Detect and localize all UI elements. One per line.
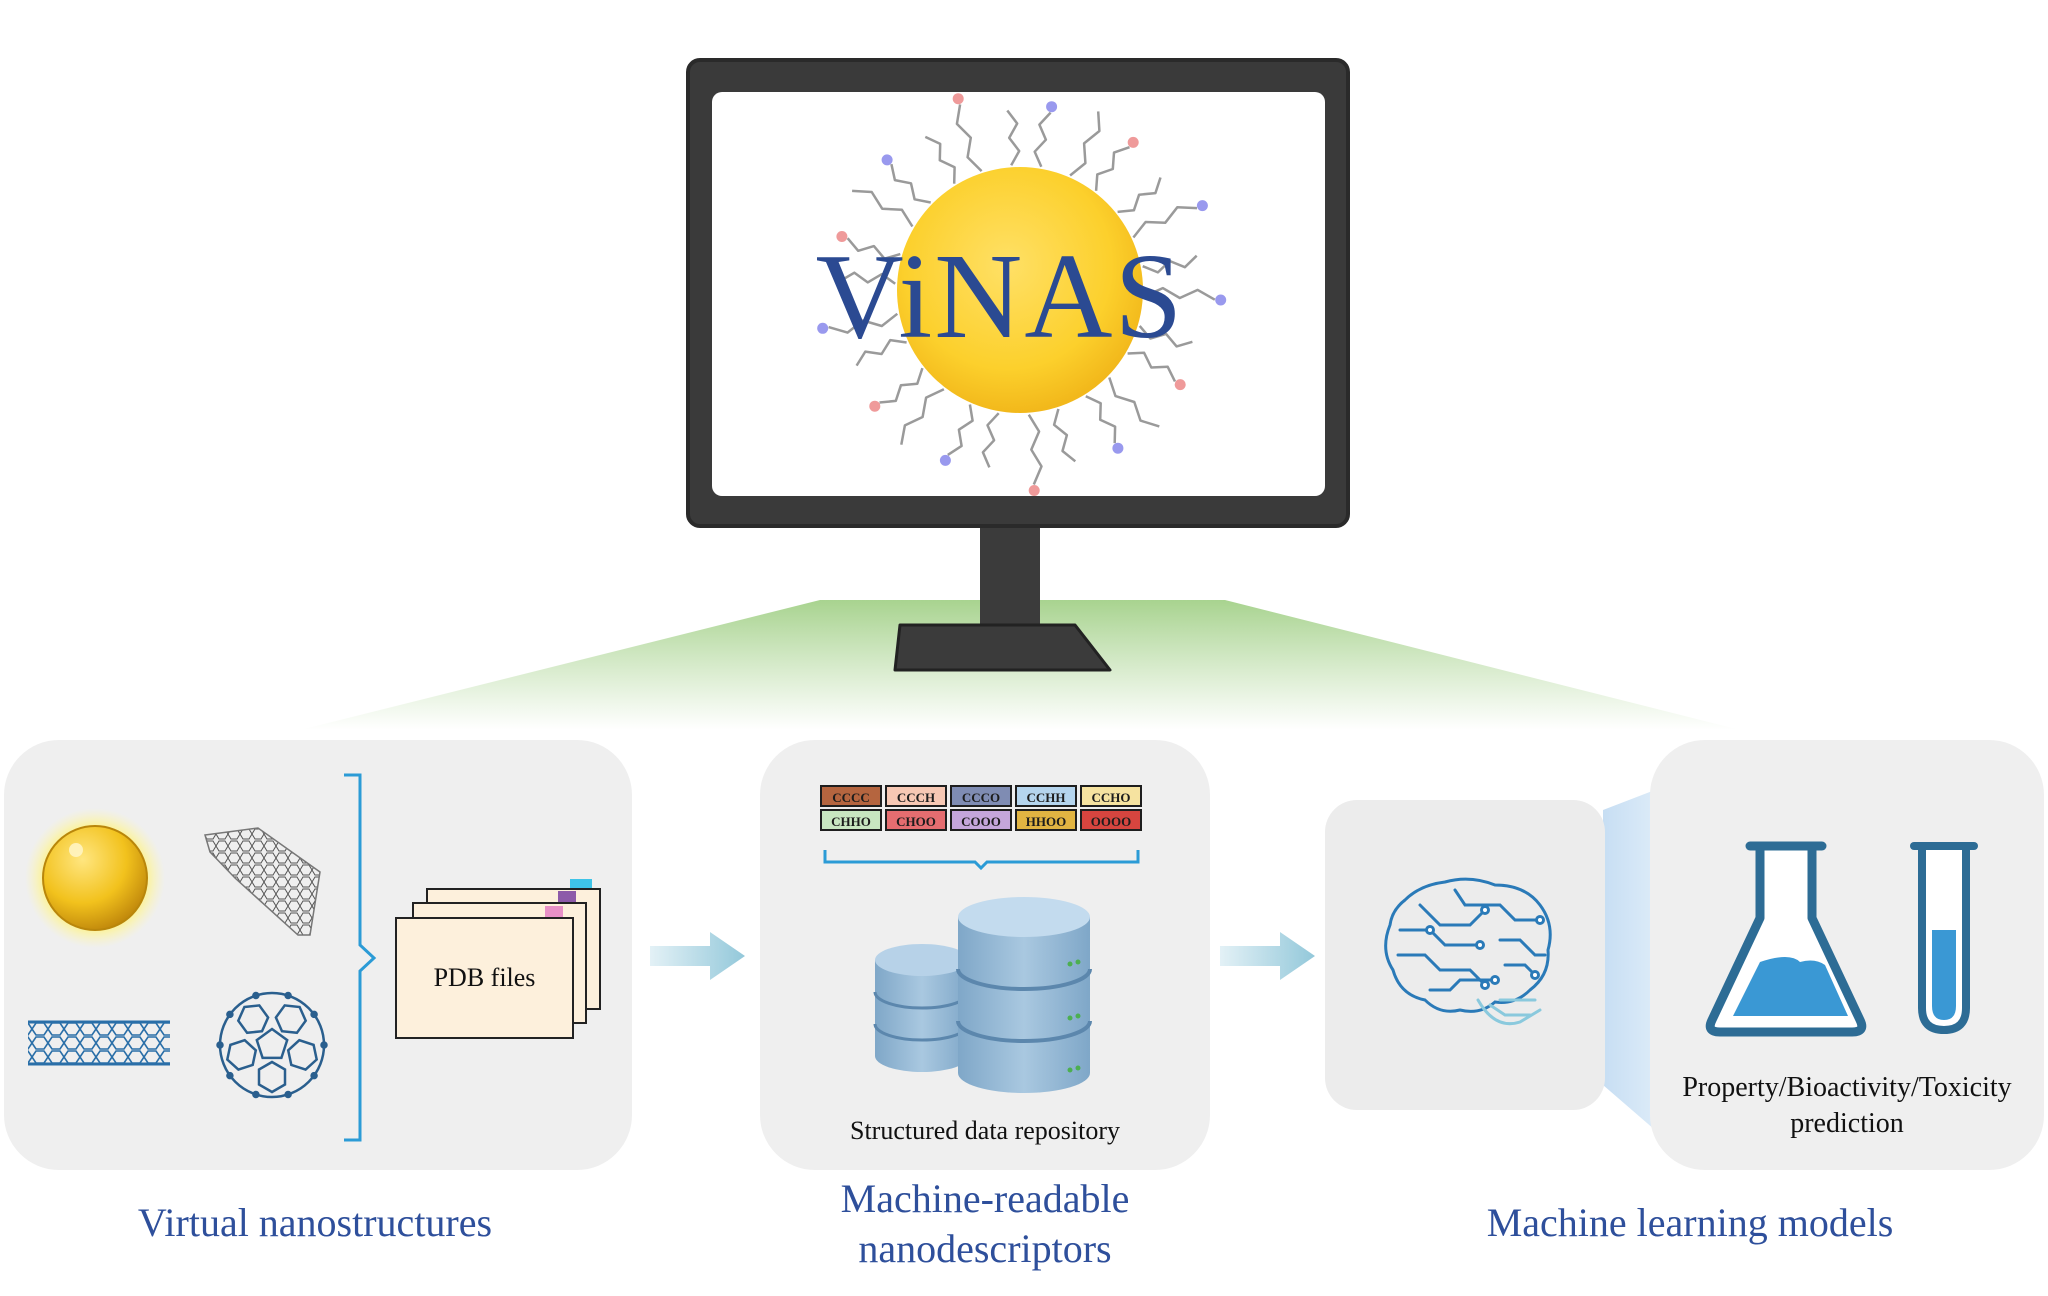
fullerene-atom bbox=[310, 1010, 318, 1019]
brace-left-panel bbox=[344, 773, 377, 1142]
ml-model-panel bbox=[1325, 800, 1605, 1110]
ligand-end-groups bbox=[817, 93, 1227, 496]
fullerene-icon bbox=[216, 991, 328, 1099]
ligand-chain bbox=[1138, 325, 1193, 348]
ligand-chain bbox=[981, 412, 1000, 468]
fullerene-hexagon bbox=[236, 1004, 270, 1035]
ligand-end-dot bbox=[1127, 136, 1139, 148]
fullerene-hexagon bbox=[225, 1038, 258, 1072]
fullerene-atom bbox=[252, 991, 260, 1000]
arrow-right-2 bbox=[1220, 932, 1315, 980]
panel-connector bbox=[1603, 790, 1655, 1130]
ligand-chain bbox=[1142, 254, 1198, 274]
fullerene-atom bbox=[310, 1071, 318, 1080]
fullerene-atom bbox=[216, 1041, 224, 1049]
ligand-chain bbox=[1006, 109, 1021, 166]
ligand-chain bbox=[852, 189, 914, 228]
prediction-label-line2: prediction bbox=[1790, 1108, 1904, 1139]
ml-models-label: Machine learning models bbox=[1486, 1200, 1894, 1245]
ligand-chain bbox=[1108, 377, 1160, 428]
database-icon bbox=[873, 897, 1092, 1093]
ligand-end-dot bbox=[1215, 294, 1227, 306]
ligand-end-dot bbox=[817, 322, 829, 334]
ligand-chain bbox=[1132, 206, 1198, 239]
descriptor-cell: CCCO bbox=[950, 785, 1012, 807]
ligand-chain bbox=[890, 163, 931, 204]
fullerene-atom bbox=[320, 1041, 328, 1049]
ligand-end-dot bbox=[1028, 485, 1040, 496]
prediction-label-line1: Property/Bioactivity/Toxicity bbox=[1682, 1072, 2012, 1103]
descriptor-cell: CHHO bbox=[820, 809, 882, 831]
carbon-nanotube-icon bbox=[28, 1020, 170, 1066]
descriptor-cell: COOO bbox=[950, 809, 1012, 831]
fullerene-atom bbox=[226, 1010, 234, 1019]
fullerene-hexagon bbox=[274, 1004, 308, 1035]
ligand-chain bbox=[828, 312, 899, 334]
ligand-chain bbox=[1069, 111, 1101, 177]
ligand-chain bbox=[839, 271, 896, 285]
ligand-chain bbox=[1127, 351, 1177, 383]
fullerene-hexagon bbox=[257, 1060, 287, 1094]
repository-label: Structured data repository bbox=[849, 1116, 1121, 1145]
nanodescriptors-label-line1: Machine-readable bbox=[840, 1176, 1130, 1221]
graphene-sheet-icon bbox=[204, 827, 321, 936]
ligand-end-dot bbox=[869, 400, 881, 412]
nanoparticle-core bbox=[897, 167, 1143, 413]
descriptor-cell: CHOO bbox=[885, 809, 947, 831]
fullerene-atom bbox=[284, 991, 292, 1000]
table-brace bbox=[823, 850, 1140, 871]
ligand-chain bbox=[879, 367, 924, 404]
ligand-chain bbox=[855, 338, 907, 367]
pdb-files-label: PDB files bbox=[433, 963, 536, 992]
fullerene-atom bbox=[252, 1090, 260, 1099]
nanodescriptors-label-line2: nanodescriptors bbox=[858, 1226, 1112, 1271]
arrow-right-1 bbox=[650, 932, 745, 980]
ligand-chain bbox=[955, 104, 983, 172]
ligand-chain bbox=[1052, 408, 1077, 463]
descriptor-cell: CCHH bbox=[1015, 785, 1077, 807]
ligand-end-dot bbox=[881, 154, 893, 166]
gold-nanoparticle-icon bbox=[42, 825, 148, 931]
ligand-chain bbox=[1027, 414, 1043, 485]
ligand-chain bbox=[846, 237, 901, 260]
ligand-end-dot bbox=[1174, 379, 1186, 391]
descriptor-cell: HHOO bbox=[1015, 809, 1077, 831]
ligand-end-dot bbox=[1112, 442, 1124, 454]
ligand-end-dot bbox=[1046, 101, 1058, 113]
fullerene-atom bbox=[284, 1090, 292, 1099]
ligand-end-dot bbox=[1196, 200, 1208, 212]
virtual-nanostructures-label: Virtual nanostructures bbox=[137, 1200, 493, 1245]
ligand-chain bbox=[924, 135, 956, 184]
ligand-chain bbox=[1144, 286, 1216, 301]
erlenmeyer-flask-icon bbox=[1705, 841, 1867, 1037]
ligand-chain bbox=[1085, 395, 1117, 444]
brain-cerebellum-icon bbox=[1476, 998, 1542, 1026]
ligand-chains bbox=[828, 104, 1216, 485]
descriptor-cell: CCHO bbox=[1080, 785, 1142, 807]
ligand-end-dot bbox=[952, 93, 964, 105]
fullerene-hexagon bbox=[286, 1038, 319, 1072]
fullerene-atom bbox=[226, 1071, 234, 1080]
ligand-chain bbox=[1094, 146, 1130, 191]
test-tube-icon bbox=[1910, 842, 1978, 1034]
ligand-chain bbox=[1117, 177, 1162, 214]
ligand-end-dot bbox=[836, 231, 848, 242]
descriptor-cell: OOOO bbox=[1080, 809, 1142, 831]
ligand-chain bbox=[900, 388, 945, 445]
ligand-chain bbox=[1033, 111, 1052, 168]
descriptor-cell: CCCC bbox=[820, 785, 882, 807]
vinas-logo-text: ViNAS bbox=[815, 229, 1185, 364]
ligand-end-dot bbox=[939, 454, 951, 466]
fullerene-pentagon bbox=[255, 1027, 289, 1060]
pdb-file-stack bbox=[395, 879, 601, 1039]
ligand-chain bbox=[947, 404, 974, 456]
descriptor-cell: CCCH bbox=[885, 785, 947, 807]
